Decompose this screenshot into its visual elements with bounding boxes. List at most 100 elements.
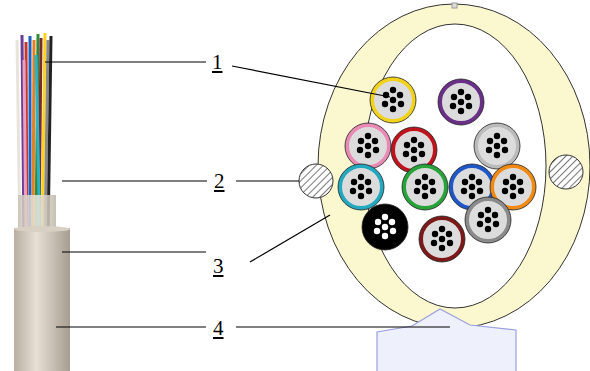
fiber	[415, 179, 421, 185]
fiber	[477, 221, 483, 227]
fiber	[411, 137, 417, 143]
fiber	[397, 92, 403, 98]
fiber	[465, 94, 471, 100]
fiber-tubes	[338, 77, 536, 262]
callout-number: 2	[212, 171, 227, 192]
fiber	[418, 142, 424, 148]
leader-lines	[45, 62, 450, 327]
fiber-tube	[404, 166, 446, 208]
fiber	[422, 184, 428, 190]
fiber	[469, 193, 475, 199]
fiber	[390, 97, 396, 103]
fiber	[487, 138, 493, 144]
fiber	[422, 174, 428, 180]
fiber-tube	[372, 79, 414, 121]
fiber	[510, 193, 516, 199]
outer-sheath	[14, 228, 70, 371]
callout-number: 1	[210, 52, 225, 73]
tube-outline	[370, 77, 416, 123]
fiber-tube	[340, 166, 382, 208]
fiber	[358, 174, 364, 180]
fiber-tube	[347, 125, 389, 167]
fiber	[518, 188, 524, 194]
fiber	[450, 103, 456, 109]
outer-jacket	[318, 4, 590, 328]
fiber	[373, 147, 379, 153]
fiber	[466, 103, 472, 109]
fiber	[358, 184, 364, 190]
fiber	[486, 147, 492, 153]
fiber	[419, 151, 425, 157]
fiber-tube	[364, 206, 406, 248]
fiber	[404, 142, 410, 148]
fiber	[403, 151, 409, 157]
fiber	[502, 147, 508, 153]
fiber	[494, 133, 500, 139]
fiber	[477, 188, 483, 194]
fiber	[469, 184, 475, 190]
fiber	[439, 236, 445, 242]
tube-outline	[362, 204, 408, 250]
fiber	[469, 174, 475, 180]
tube-outline	[465, 197, 511, 243]
fiber	[375, 219, 381, 225]
fiber	[365, 179, 371, 185]
fiber	[358, 193, 364, 199]
tube-outline	[402, 164, 448, 210]
fiber	[461, 188, 467, 194]
fiber	[365, 143, 371, 149]
fiber	[429, 179, 435, 185]
tube-outline	[345, 123, 391, 169]
fiber	[382, 101, 388, 107]
fiber	[398, 101, 404, 107]
fiber-tube	[440, 81, 482, 123]
fiber	[446, 231, 452, 237]
fiber	[485, 226, 491, 232]
fiber	[374, 228, 380, 234]
fiber	[462, 179, 468, 185]
fiber	[357, 147, 363, 153]
tube-outline	[474, 123, 520, 169]
fiber	[382, 214, 388, 220]
strength-member	[549, 155, 583, 189]
fiber	[478, 212, 484, 218]
fiber	[390, 106, 396, 112]
sheath-edge	[14, 226, 70, 232]
fiber	[389, 219, 395, 225]
callout-number: 3	[211, 256, 226, 277]
fiber	[485, 217, 491, 223]
ripcord-mark	[452, 3, 457, 8]
fiber-tube	[421, 218, 463, 260]
fiber	[493, 221, 499, 227]
fiber	[382, 224, 388, 230]
fiber	[414, 188, 420, 194]
tube-outline	[419, 216, 465, 262]
fiber	[517, 179, 523, 185]
fiber	[390, 87, 396, 93]
fiber	[350, 188, 356, 194]
fiber	[503, 179, 509, 185]
fiber	[366, 188, 372, 194]
fiber	[451, 94, 457, 100]
fiber-tube	[467, 199, 509, 241]
fiber	[365, 152, 371, 158]
fiber	[351, 179, 357, 185]
fiber	[430, 188, 436, 194]
tube-outline	[338, 164, 384, 210]
strength-member	[299, 164, 333, 198]
fiber	[411, 156, 417, 162]
fiber	[492, 212, 498, 218]
fiber	[439, 226, 445, 232]
fiber	[390, 228, 396, 234]
fiber	[365, 133, 371, 139]
fiber	[422, 193, 428, 199]
fiber	[372, 138, 378, 144]
fiber	[502, 188, 508, 194]
fiber	[382, 233, 388, 239]
fiber	[494, 152, 500, 158]
fiber	[458, 108, 464, 114]
fiber	[447, 240, 453, 246]
fiber	[432, 231, 438, 237]
